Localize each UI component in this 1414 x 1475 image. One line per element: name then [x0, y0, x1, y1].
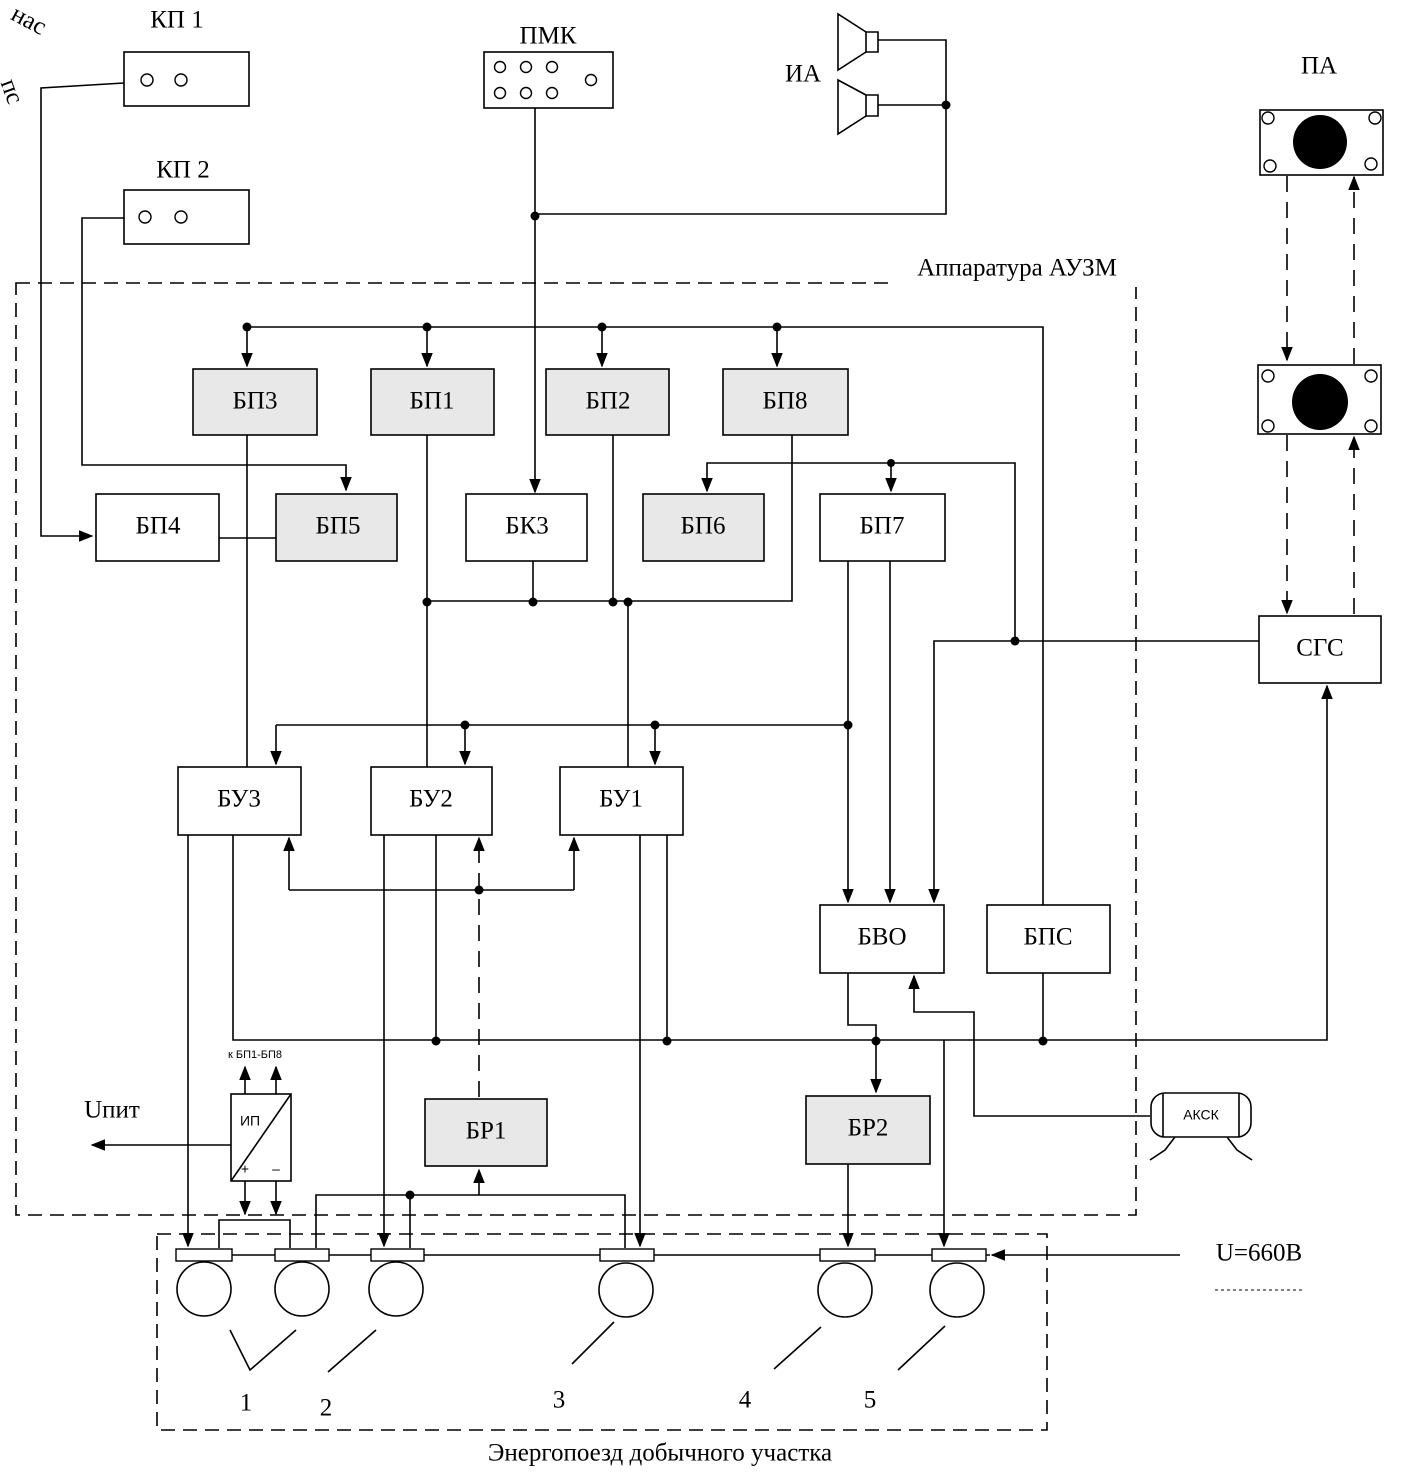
bp8-block — [722, 368, 849, 436]
sgs-block — [1258, 615, 1382, 684]
energopoezd-label: Энергопоезд добычного участка — [488, 1440, 832, 1467]
to-bp-label: к БП1-БП8 — [228, 1049, 282, 1061]
ip-minus: – — [272, 1161, 280, 1177]
kp1-label: КП 1 — [150, 7, 203, 34]
bu2-label: БУ2 — [409, 786, 453, 813]
bu3-block — [177, 766, 302, 836]
bp1-block — [370, 368, 495, 436]
bp7-block — [819, 493, 946, 562]
pmk-label: ПМК — [520, 23, 577, 50]
auzm-frame — [15, 282, 1137, 1216]
kp1-box — [123, 51, 250, 107]
speaker-icon — [837, 12, 879, 136]
bp2-block — [545, 368, 670, 436]
bp5-block — [275, 493, 398, 562]
pa-remote-panel — [1257, 364, 1382, 435]
supply-voltage-label: U=660В — [1216, 1240, 1302, 1267]
pa-label: ПА — [1301, 53, 1337, 80]
bp4-block — [95, 493, 220, 562]
consumer-label-5: 5 — [864, 1387, 877, 1414]
auzm-label: Аппаратура АУЗМ — [917, 255, 1117, 282]
pmk-box — [483, 51, 614, 109]
bp3-block — [192, 368, 318, 436]
bp3-label: БП3 — [233, 388, 278, 415]
bps-label: БПС — [1023, 924, 1072, 951]
contactor-row — [175, 1219, 990, 1373]
consumer-label-1: 1 — [240, 1390, 253, 1417]
aksk-sensor — [1149, 1092, 1253, 1161]
ip-plus: + — [241, 1161, 249, 1177]
bu1-label: БУ1 — [599, 786, 643, 813]
bp6-block — [642, 493, 765, 562]
upit-label: Uпит — [84, 1097, 140, 1124]
ip-power-unit — [230, 1093, 292, 1182]
kp2-label: КП 2 — [156, 157, 209, 184]
bu3-label: БУ3 — [217, 786, 261, 813]
bp7-label: БП7 — [860, 513, 905, 540]
consumer-label-3: 3 — [553, 1387, 566, 1414]
kp2-box — [123, 189, 250, 245]
br2-block — [805, 1095, 931, 1165]
bp5-label: БП5 — [316, 513, 361, 540]
bk3-block — [465, 493, 588, 562]
bu1-block — [559, 766, 684, 836]
bu2-block — [370, 766, 493, 836]
bk3-label: БК3 — [505, 513, 549, 540]
corner-fragment-bottom: пс — [0, 75, 29, 107]
ip-label: ИП — [240, 1113, 260, 1129]
bps-block — [986, 904, 1111, 974]
energopoezd-frame — [156, 1233, 1048, 1431]
br1-label: БР1 — [466, 1118, 507, 1145]
bp2-label: БП2 — [586, 388, 631, 415]
consumer-label-2: 2 — [320, 1395, 333, 1422]
bp8-label: БП8 — [763, 388, 808, 415]
aksk-label: АКСК — [1183, 1107, 1219, 1123]
bp6-label: БП6 — [681, 513, 726, 540]
ia-label: ИА — [785, 61, 821, 88]
bvo-block — [819, 904, 945, 974]
sgs-label: СГС — [1296, 635, 1343, 662]
bvo-label: БВО — [857, 924, 906, 951]
br2-label: БР2 — [848, 1115, 889, 1142]
pa-panel — [1259, 109, 1384, 176]
bp1-label: БП1 — [410, 388, 455, 415]
corner-fragment-top: нас — [7, 0, 51, 41]
consumer-label-4: 4 — [739, 1387, 752, 1414]
br1-block — [424, 1098, 548, 1167]
bp4-label: БП4 — [136, 513, 181, 540]
